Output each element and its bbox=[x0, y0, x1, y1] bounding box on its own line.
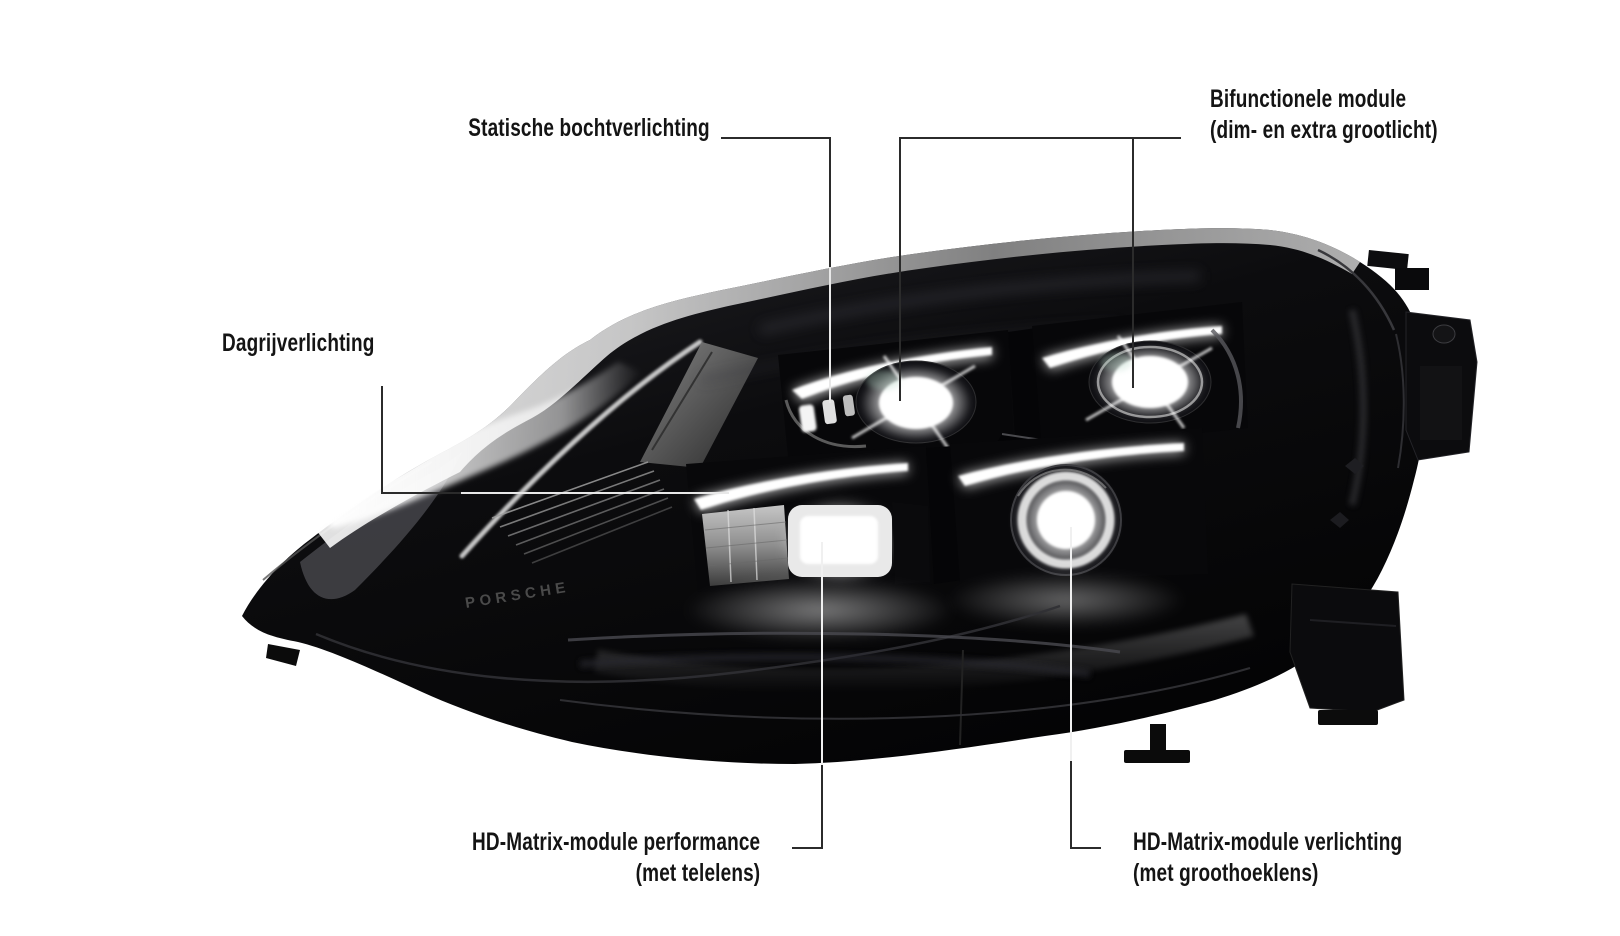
label-text: Statische bochtverlichting bbox=[468, 114, 710, 142]
lens-highlight-wedge bbox=[322, 362, 642, 528]
label-line-1: HD-Matrix-module verlichting bbox=[1133, 828, 1403, 856]
bottom-creases bbox=[315, 604, 1251, 746]
upper-lens-streak bbox=[758, 271, 1201, 335]
leader-bifunctional bbox=[899, 137, 1181, 401]
light-spill bbox=[594, 572, 1254, 693]
matrix-projector-wide bbox=[1010, 464, 1122, 576]
sail-edge-streak bbox=[459, 339, 703, 559]
module-reflector-arc bbox=[1210, 328, 1243, 429]
label-line-2: (met telelens) bbox=[635, 859, 760, 887]
mounting-bracket-right bbox=[1317, 248, 1478, 528]
matrix-projector-tele bbox=[782, 500, 898, 582]
label-line-2: (dim- en extra grootlicht) bbox=[1210, 116, 1438, 144]
leader-daytime-running bbox=[381, 386, 729, 494]
label-hd-matrix-performance: HD-Matrix-module performance (met telele… bbox=[381, 827, 760, 889]
label-bifunctional-module: Bifunctionele module (dim- en extra groo… bbox=[1210, 84, 1510, 146]
leader-static-cornering bbox=[721, 137, 831, 403]
module-frame bbox=[784, 399, 867, 449]
label-line-2: (met groothoeklens) bbox=[1133, 859, 1319, 887]
bifunctional-projector-outer bbox=[1085, 335, 1213, 429]
hd-matrix-module-lighting bbox=[950, 428, 1208, 582]
label-daytime-running-light: Dagrijverlichting bbox=[222, 328, 423, 359]
mounting-foot bbox=[1124, 724, 1190, 763]
bifunctional-projector-inner bbox=[851, 355, 977, 449]
module-right-wall bbox=[892, 502, 930, 584]
mounting-bracket-bottom bbox=[1289, 583, 1405, 725]
label-static-cornering-light: Statische bochtverlichting bbox=[392, 113, 710, 144]
label-hd-matrix-lighting: HD-Matrix-module verlichting (met grooth… bbox=[1133, 827, 1487, 889]
leader-matrix-performance bbox=[792, 542, 823, 849]
sail-inner-line bbox=[651, 351, 713, 451]
label-text: Dagrijverlichting bbox=[222, 329, 375, 357]
left-tab bbox=[266, 644, 300, 666]
bifunctional-module-inner bbox=[778, 330, 1015, 476]
hatch-lines bbox=[491, 461, 673, 564]
leader-lines bbox=[381, 137, 1181, 849]
static-cornering-lamps bbox=[798, 394, 855, 433]
bifunctional-module-outer bbox=[1032, 302, 1248, 450]
label-line-1: HD-Matrix-module performance bbox=[471, 828, 760, 856]
drl-strip-outer-bottom bbox=[958, 443, 1184, 488]
reflector-silver bbox=[702, 505, 789, 586]
top-rim-highlight bbox=[316, 228, 1360, 548]
hd-matrix-module-performance bbox=[686, 446, 932, 592]
label-line-1: Bifunctionele module bbox=[1210, 85, 1407, 113]
drl-strip-inner-top bbox=[792, 347, 992, 402]
drl-strip-inner-bottom bbox=[694, 463, 908, 512]
leader-matrix-lighting bbox=[1070, 527, 1101, 849]
